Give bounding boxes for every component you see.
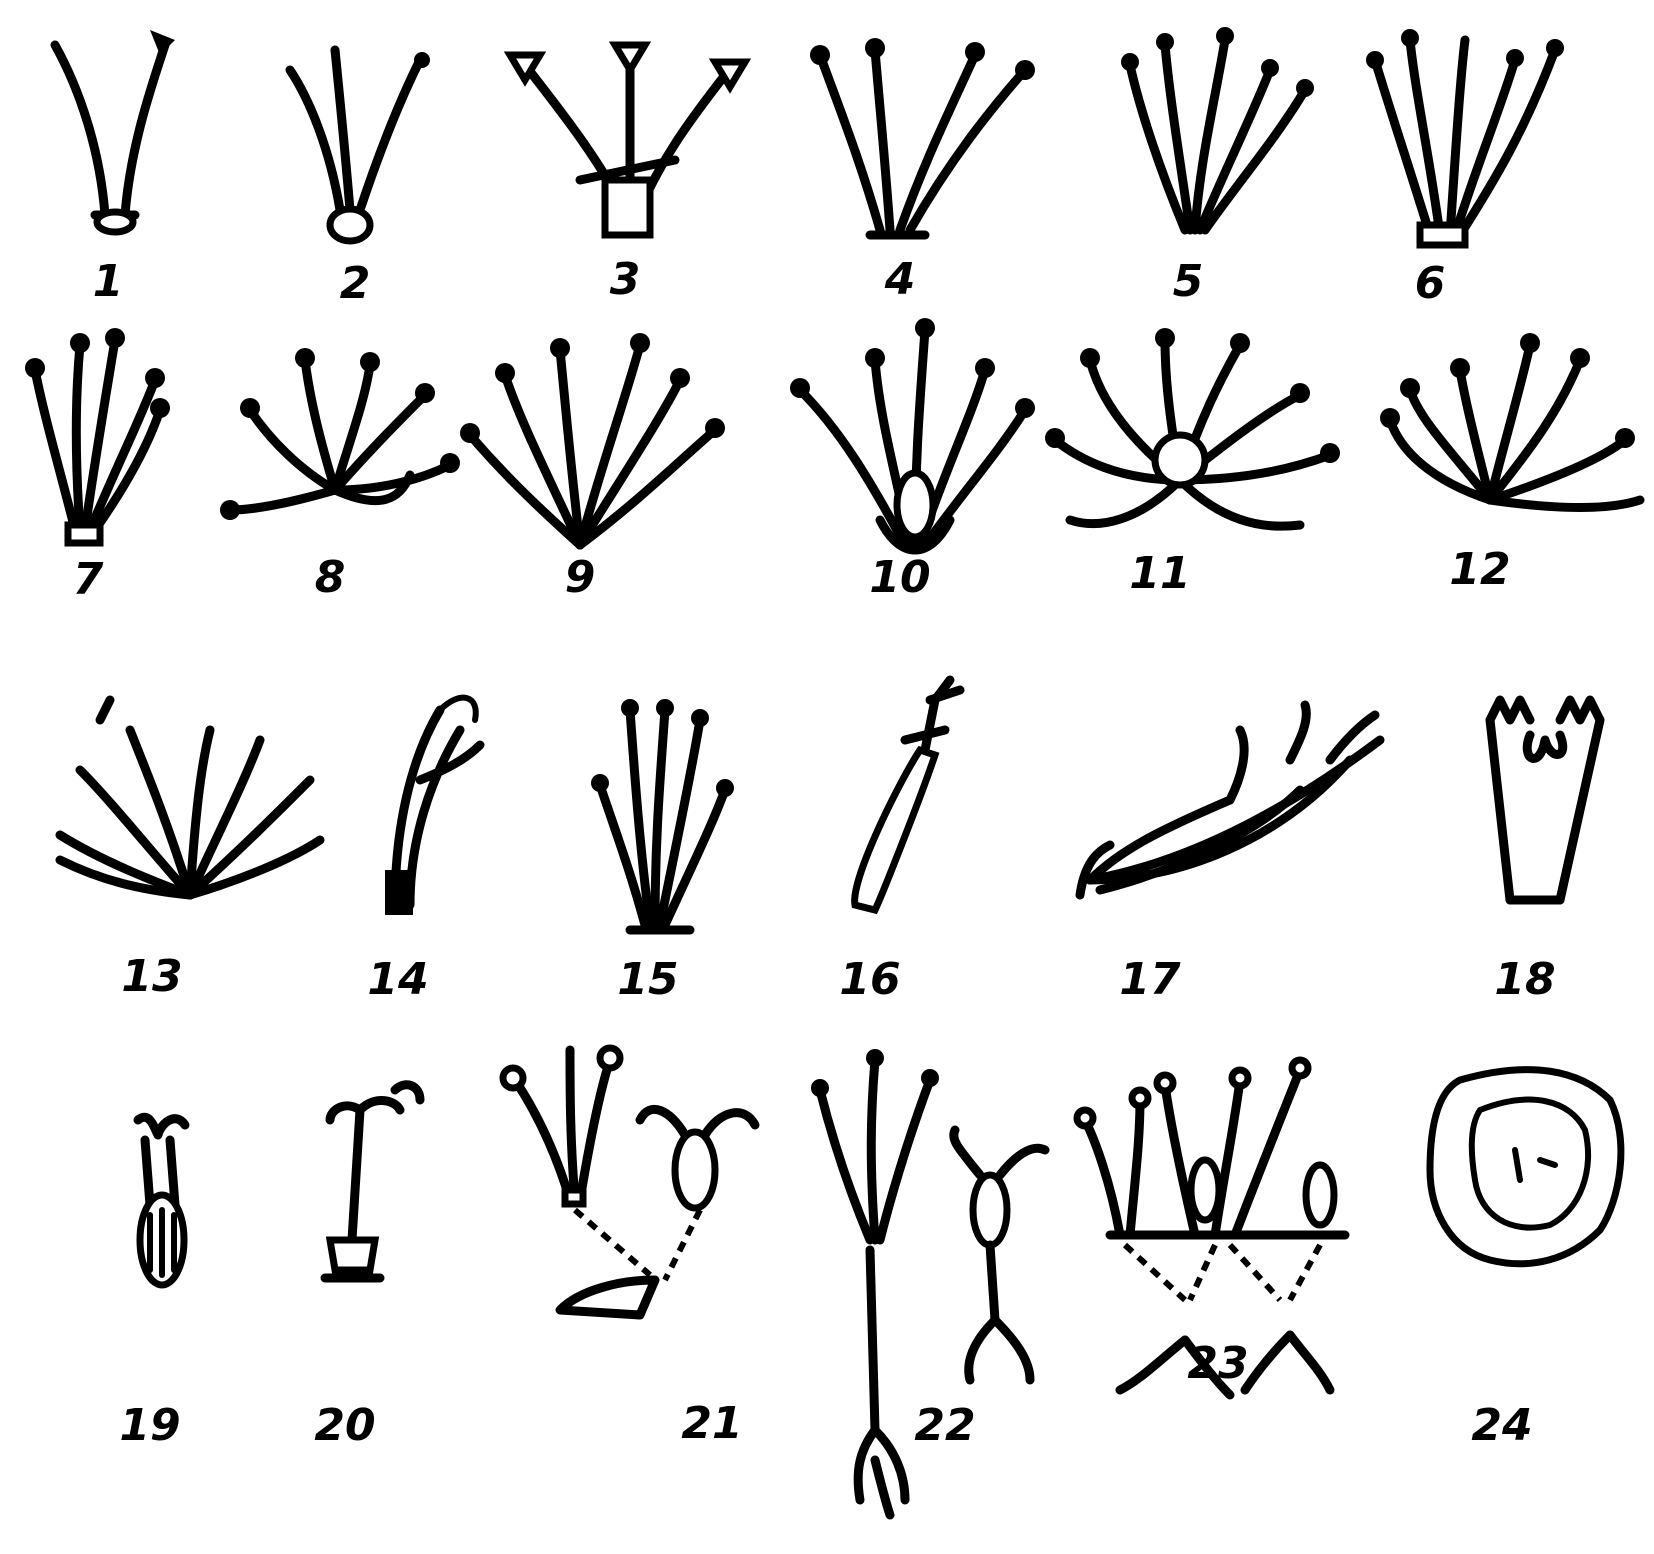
figure-label-17: 17: [1119, 958, 1180, 1002]
figure-11-drawing: [1045, 328, 1340, 526]
figure-20-drawing: [325, 1085, 420, 1278]
figure-label-23: 23: [1187, 1342, 1248, 1386]
figure-19-drawing: [138, 1117, 185, 1285]
figure-label-6: 6: [1415, 262, 1446, 306]
figure-9-drawing: [460, 333, 725, 545]
figure-label-2: 2: [340, 262, 371, 306]
figure-label-13: 13: [121, 955, 182, 999]
figure-label-21: 21: [681, 1402, 742, 1446]
figure-label-18: 18: [1494, 958, 1555, 1002]
figure-14-drawing: [385, 698, 480, 915]
figure-label-10: 10: [869, 556, 930, 600]
figure-16-drawing: [855, 680, 960, 910]
figure-label-8: 8: [315, 556, 346, 600]
figure-label-9: 9: [565, 556, 596, 600]
figure-2-drawing: [290, 50, 430, 241]
figure-8-drawing: [220, 348, 460, 520]
figure-label-22: 22: [914, 1404, 975, 1448]
figure-label-14: 14: [367, 958, 428, 1002]
figure-label-7: 7: [73, 558, 104, 602]
figure-5-drawing: [1121, 27, 1314, 230]
figure-label-20: 20: [314, 1404, 375, 1448]
figure-7-drawing: [25, 328, 170, 543]
figure-label-16: 16: [839, 958, 900, 1002]
figure-label-4: 4: [885, 258, 916, 302]
figure-17-drawing: [1080, 705, 1380, 895]
figure-label-19: 19: [119, 1404, 180, 1448]
figure-label-3: 3: [610, 258, 641, 302]
figure-10-drawing: [790, 318, 1035, 550]
figure-label-24: 24: [1471, 1404, 1532, 1448]
figure-18-drawing: [1490, 700, 1600, 900]
figure-12-drawing: [1380, 333, 1640, 508]
figure-6-drawing: [1366, 29, 1564, 245]
figure-4-drawing: [810, 38, 1035, 235]
figure-21-drawing: [503, 1048, 755, 1315]
figure-24-drawing: [1430, 1070, 1621, 1264]
figure-1-drawing: [55, 30, 175, 232]
figure-15-drawing: [591, 699, 734, 930]
figure-label-15: 15: [617, 958, 678, 1002]
figure-3-drawing: [510, 45, 745, 235]
figure-label-5: 5: [1173, 260, 1204, 304]
figure-label-12: 12: [1449, 548, 1510, 592]
figure-13-drawing: [60, 700, 320, 895]
figure-label-1: 1: [93, 260, 124, 304]
figure-label-11: 11: [1129, 552, 1190, 596]
